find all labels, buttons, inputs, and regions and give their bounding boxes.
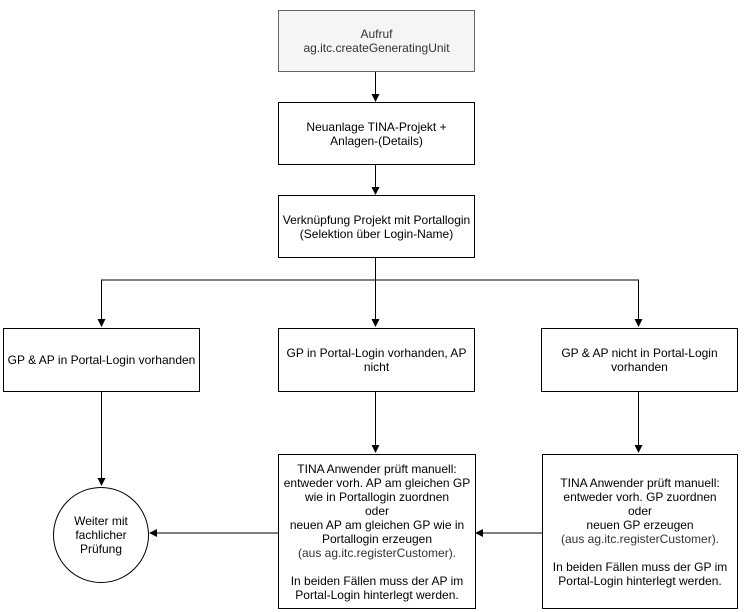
manual-ap-label-6: Portallogin erzeugen — [321, 531, 433, 546]
start-label-2: ag.itc.createGeneratingUnit — [303, 41, 450, 55]
manual-gp-label-1: TINA Anwender prüft manuell: — [560, 475, 720, 490]
manual-ap-label-5: neuen AP am gleichen GP wie in — [289, 517, 465, 532]
case-none-label-2: vorhanden — [611, 360, 668, 374]
case-both-node[interactable]: GP & AP in Portal-Login vorhanden — [3, 328, 200, 392]
link-login-label-1: Verknüpfung Projekt mit Portallogin — [282, 212, 471, 227]
edge-link-to-case-both — [97, 279, 376, 327]
continue-label-1: Weiter mit — [74, 514, 128, 528]
case-gp-only-node[interactable]: GP in Portal-Login vorhanden, AP nicht — [278, 328, 475, 392]
manual-ap-label-2: entweder vorh. AP am gleichen GP — [283, 475, 471, 490]
manual-gp-label-5: (aus ag.itc.registerCustomer). — [560, 531, 720, 546]
manual-ap-label-1: TINA Anwender prüft manuell: — [297, 461, 457, 476]
case-none-label-1: GP & AP nicht in Portal-Login — [561, 346, 718, 360]
manual-ap-label-7: (aus ag.itc.registerCustomer). — [297, 545, 457, 560]
link-login-node[interactable]: Verknüpfung Projekt mit Portallogin (Sel… — [278, 195, 475, 258]
case-gp-only-label-2: nicht — [363, 360, 390, 374]
manual-ap-label-3: wie in Portallogin zuordnen — [304, 489, 450, 504]
manual-gp-label-7: Portal-Login hinterlegt werden. — [558, 573, 722, 588]
continue-node[interactable]: Weiter mit fachlicher Prüfung — [53, 487, 149, 583]
edge-link-to-case-none — [375, 279, 643, 327]
continue-label-2: fachlicher — [75, 528, 127, 542]
manual-gp-label-3: oder — [627, 503, 653, 518]
case-gp-only-label-1: GP in Portal-Login vorhanden, AP — [286, 346, 467, 360]
manual-gp-label-2: entweder vorh. GP zuordnen — [563, 489, 717, 504]
manual-ap-node[interactable]: TINA Anwender prüft manuell: entweder vo… — [278, 454, 476, 609]
manual-ap-label-4: oder — [364, 503, 390, 518]
manual-ap-label-8: In beiden Fällen muss der AP im — [290, 573, 464, 588]
new-project-node[interactable]: Neuanlage TINA-Projekt + Anlagen-(Detail… — [278, 102, 475, 165]
manual-gp-label-4: neuen GP erzeugen — [586, 517, 694, 532]
new-project-label-1: Neuanlage TINA-Projekt + — [306, 119, 447, 134]
manual-ap-label-9: Portal-Login hinterlegt werden. — [295, 587, 459, 602]
link-login-label-2: (Selektion über Login-Name) — [299, 226, 454, 241]
start-label-1: Aufruf — [360, 27, 393, 41]
case-both-label: GP & AP in Portal-Login vorhanden — [7, 353, 196, 367]
manual-gp-node[interactable]: TINA Anwender prüft manuell: entweder vo… — [542, 454, 738, 609]
continue-label-3: Prüfung — [79, 542, 123, 556]
case-none-node[interactable]: GP & AP nicht in Portal-Login vorhanden — [541, 328, 738, 392]
manual-gp-label-6: In beiden Fällen muss der GP im — [552, 559, 728, 574]
new-project-label-2: Anlagen-(Details) — [330, 133, 423, 148]
start-node[interactable]: Aufruf ag.itc.createGeneratingUnit — [278, 10, 475, 72]
